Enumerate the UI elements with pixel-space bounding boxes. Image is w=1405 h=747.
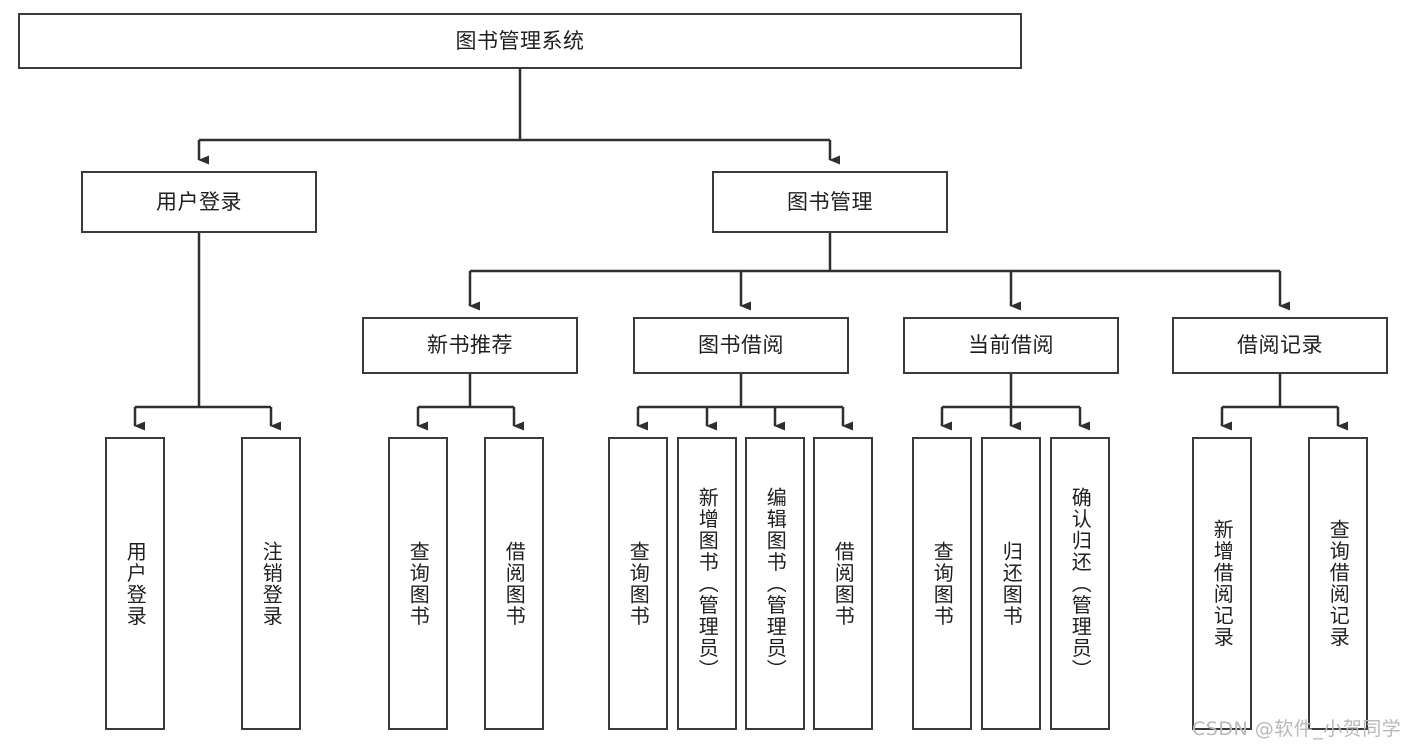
node-leaf-user-login[interactable]: 用户登录 [105,437,165,730]
node-user-login[interactable]: 用户登录 [81,171,317,233]
node-label: 查询借阅记录 [1326,519,1351,648]
node-leaf-query-book-1[interactable]: 查询图书 [388,437,448,730]
node-leaf-edit-book[interactable]: 编辑图书（管理员） [745,437,805,730]
node-leaf-add-book[interactable]: 新增图书（管理员） [677,437,737,730]
node-label: 用户登录 [156,189,242,214]
node-root[interactable]: 图书管理系统 [18,13,1022,69]
node-leaf-user-logout[interactable]: 注销登录 [241,437,301,730]
node-current-borrow[interactable]: 当前借阅 [903,317,1119,374]
node-leaf-borrow-book-2[interactable]: 借阅图书 [813,437,873,730]
node-leaf-borrow-book-1[interactable]: 借阅图书 [484,437,544,730]
node-label: 新书推荐 [427,333,513,358]
node-label: 新增借阅记录 [1210,519,1235,648]
node-label: 借阅图书 [502,540,527,627]
csdn-watermark: CSDN @软件_小贺同学 [1192,718,1402,740]
node-label: 借阅图书 [831,540,856,627]
node-label: 用户登录 [123,540,148,627]
node-book-borrow[interactable]: 图书借阅 [633,317,849,374]
node-label: 当前借阅 [968,333,1054,358]
node-label: 新增图书（管理员） [695,486,720,681]
node-label: 注销登录 [259,540,284,627]
node-label: 编辑图书（管理员） [763,486,788,681]
node-borrow-record[interactable]: 借阅记录 [1172,317,1388,374]
node-label: 确认归还（管理员） [1068,486,1093,681]
node-label: 图书管理系统 [455,28,585,53]
node-new-book-rec[interactable]: 新书推荐 [362,317,578,374]
node-book-manage[interactable]: 图书管理 [712,171,948,233]
node-label: 查询图书 [406,540,431,627]
node-label: 图书管理 [787,189,873,214]
node-leaf-add-record[interactable]: 新增借阅记录 [1192,437,1252,730]
node-label: 查询图书 [626,540,651,627]
node-label: 图书借阅 [698,333,784,358]
node-leaf-query-book-3[interactable]: 查询图书 [912,437,972,730]
node-leaf-confirm-return[interactable]: 确认归还（管理员） [1050,437,1110,730]
node-label: 归还图书 [999,540,1024,627]
node-leaf-query-record[interactable]: 查询借阅记录 [1308,437,1368,730]
node-leaf-query-book-2[interactable]: 查询图书 [608,437,668,730]
node-label: 借阅记录 [1237,333,1323,358]
node-label: 查询图书 [930,540,955,627]
node-leaf-return-book[interactable]: 归还图书 [981,437,1041,730]
